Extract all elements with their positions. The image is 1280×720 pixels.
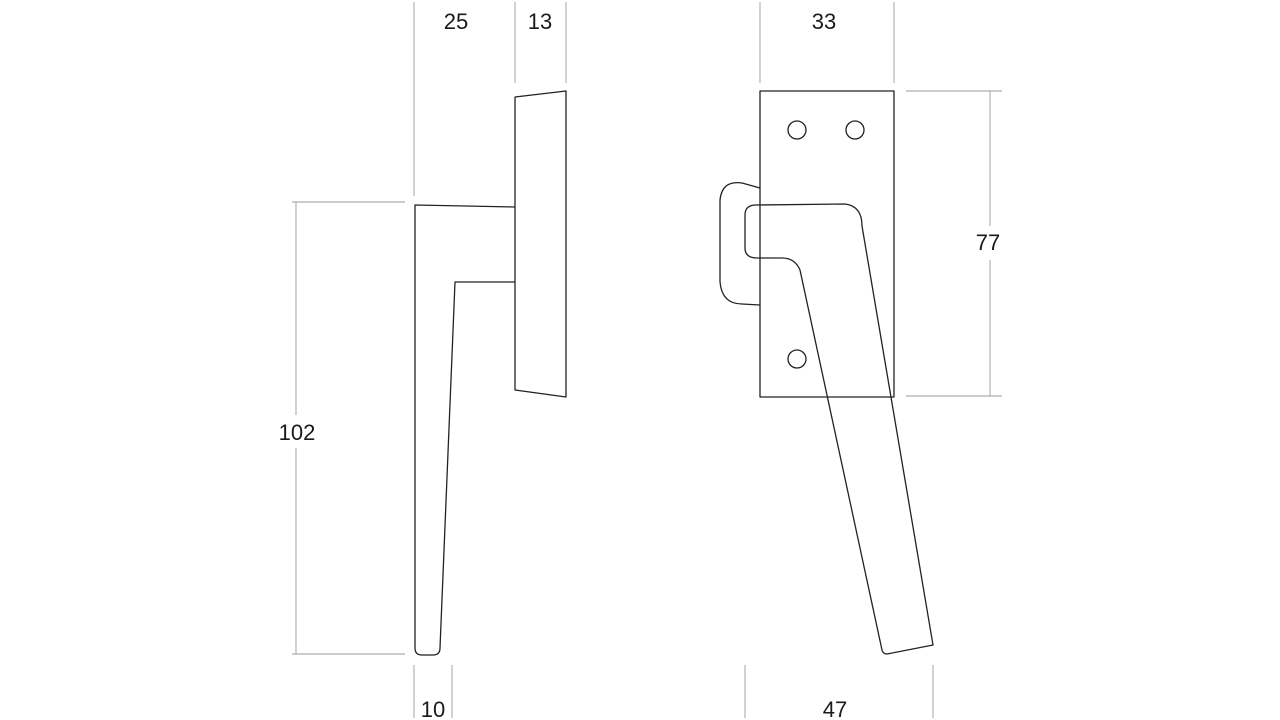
dim-label-front-base-height: 77 [976,230,1000,255]
front-base-plate [759,90,895,398]
screw-hole-bottom [787,349,807,369]
front-view: 33 77 47 [719,2,1002,720]
dim-label-side-base-depth: 13 [528,9,552,34]
dim-label-side-reach: 25 [444,9,468,34]
screw-hole-top-right [845,120,865,140]
dim-label-front-span: 47 [823,697,847,720]
dim-label-side-grip-width: 10 [421,697,445,720]
front-lever-handle [744,203,934,655]
dim-label-side-height: 102 [279,420,316,445]
side-handle [414,204,516,656]
side-view: 25 13 102 10 [279,2,567,720]
screw-hole-top-left [787,120,807,140]
front-rosette-bump [719,181,761,306]
dim-label-front-base-width: 33 [812,9,836,34]
side-base-plate [514,90,567,398]
